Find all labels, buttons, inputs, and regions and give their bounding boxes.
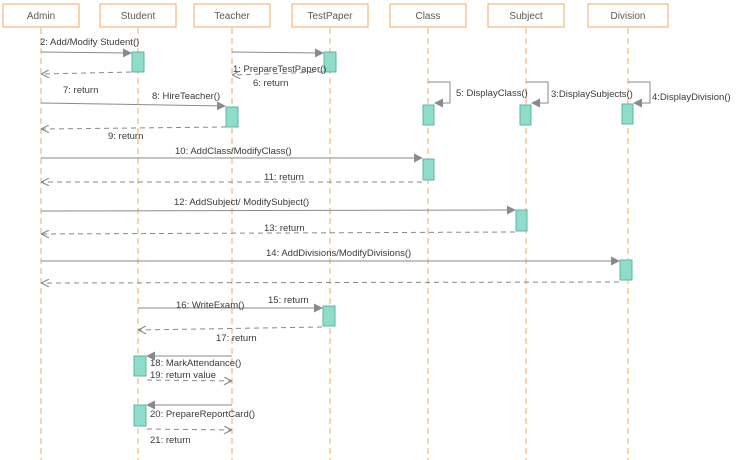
activation-testpaper-1: [323, 51, 337, 73]
message-return-14: [42, 282, 620, 283]
message-arrow-2: [40, 48, 132, 58]
message-label-12: 12: AddSubject/ ModifySubject(): [174, 197, 309, 208]
participant-testpaper: TestPaper: [291, 3, 369, 460]
message-label-19: 19: return value: [150, 370, 216, 381]
message-label-7: 7: return: [63, 85, 98, 96]
message-return-1: [233, 72, 324, 75]
activation-student-3: [133, 404, 147, 427]
participant-header-division[interactable]: [587, 3, 669, 28]
participant-label-teacher: Teacher: [214, 11, 250, 22]
activation-class-1: [422, 104, 435, 126]
participant-header-admin[interactable]: [2, 3, 80, 28]
message-label-4: 4:DisplayDivision(): [652, 92, 731, 103]
message-return-9: [42, 127, 227, 129]
activation-division-1: [621, 103, 634, 125]
message-return-21: [146, 429, 231, 430]
participant-class: Class: [389, 3, 467, 460]
participant-label-testpaper: TestPaper: [307, 11, 353, 22]
participant-header-subject[interactable]: [487, 3, 565, 28]
message-label-5: 5: DisplayClass(): [456, 88, 528, 99]
message-label-10: 10: AddClass/ModifyClass(): [175, 146, 292, 157]
messages: 2: Add/Modify Student() 1: PrepareTestPa…: [40, 37, 731, 446]
message-label-13: 13: return: [264, 223, 305, 234]
message-label-3: 3:DisplaySubjects(): [551, 89, 633, 100]
activation-testpaper-2: [322, 305, 336, 327]
participant-student: Student: [99, 3, 177, 460]
message-label-8: 8: HireTeacher(): [152, 91, 220, 102]
message-label-14: 14: AddDivisions/ModifyDivisions(): [266, 248, 411, 259]
activation-student-2: [133, 355, 147, 377]
message-label-2: 2: Add/Modify Student(): [40, 37, 139, 48]
activation-student-1: [131, 51, 145, 73]
message-arrow-teacher-testpaper: [231, 48, 324, 58]
participant-header-student[interactable]: [99, 3, 177, 28]
message-self-4: [628, 81, 651, 108]
message-label-18: 18: MarkAttendance(): [150, 358, 241, 369]
message-label-15: 15: return: [268, 295, 309, 306]
message-label-21: 21: return: [150, 435, 191, 446]
message-arrow-8: [40, 101, 226, 111]
participant-teacher: Teacher: [193, 3, 271, 460]
message-self-3: [526, 81, 549, 108]
activations: [131, 51, 634, 427]
message-return-2: [42, 72, 132, 74]
message-label-16: 16: WriteExam(): [176, 300, 244, 311]
message-label-1: 1: PrepareTestPaper(): [233, 64, 326, 75]
message-label-9: 9: return: [108, 131, 143, 142]
message-label-20: 20: PrepareReportCard(): [150, 409, 255, 420]
participant-division: Division: [587, 3, 669, 460]
participant-admin: Admin: [2, 3, 80, 460]
participant-label-division: Division: [610, 11, 645, 22]
message-arrow-12: [40, 205, 516, 215]
message-self-5: [428, 81, 451, 108]
participant-label-admin: Admin: [27, 11, 55, 22]
message-return-17: [139, 327, 323, 330]
message-return-13: [42, 232, 516, 234]
activation-division-2: [619, 259, 633, 281]
message-label-6: 6: return: [253, 78, 288, 89]
participant-header-teacher[interactable]: [193, 3, 271, 28]
activation-subject-1: [519, 104, 532, 126]
participant-header-class[interactable]: [389, 3, 467, 28]
message-label-11: 11: return: [264, 172, 304, 183]
participant-label-subject: Subject: [509, 11, 543, 22]
activation-subject-2: [515, 209, 528, 232]
participant-label-class: Class: [415, 11, 440, 22]
activation-teacher-1: [225, 106, 239, 128]
participant-header-testpaper[interactable]: [291, 3, 369, 28]
activation-class-2: [422, 158, 435, 181]
message-label-17: 17: return: [216, 333, 257, 344]
participant-label-student: Student: [121, 11, 156, 22]
participant-subject: Subject: [487, 3, 565, 460]
